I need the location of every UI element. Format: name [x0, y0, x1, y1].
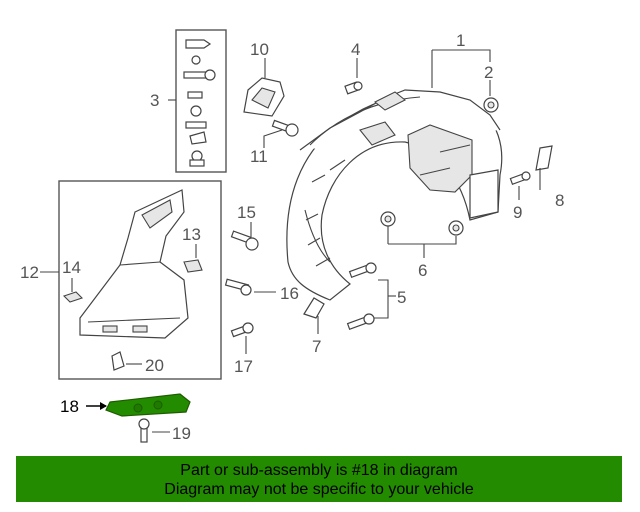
fastener-set-part-3 — [175, 29, 227, 173]
callout-6: 6 — [418, 261, 427, 280]
banner-line-1: Part or sub-assembly is #18 in diagram — [180, 462, 458, 479]
callout-7: 7 — [312, 337, 321, 356]
callout-10: 10 — [250, 40, 269, 59]
parts-diagram: 1 2 3 4 5 6 7 8 9 10 11 12 13 14 15 16 1… — [20, 29, 564, 443]
clip-part-13 — [183, 259, 203, 273]
bolt-part-19 — [138, 418, 150, 443]
bolt-part-17 — [230, 322, 254, 338]
leader-lines — [40, 49, 541, 433]
clip-part-2 — [483, 97, 499, 113]
callout-15: 15 — [237, 203, 256, 222]
callout-16: 16 — [280, 284, 299, 303]
callout-1: 1 — [456, 31, 465, 50]
splash-shield-part-12 — [58, 180, 222, 380]
callout-12: 12 — [20, 263, 39, 282]
stud-part-16 — [224, 278, 252, 296]
bolt-part-11 — [271, 119, 299, 137]
fender-liner — [286, 89, 503, 301]
callout-18: 18 — [60, 397, 79, 416]
callout-9: 9 — [513, 203, 522, 222]
clip-part-7 — [303, 297, 325, 319]
callout-13: 13 — [182, 225, 201, 244]
callout-11: 11 — [250, 147, 268, 166]
highlighted-part-18 — [105, 393, 191, 417]
callout-20: 20 — [145, 356, 164, 375]
bracket-part-8 — [535, 145, 553, 171]
screw-part-9 — [509, 171, 531, 185]
clip-part-20 — [111, 351, 125, 371]
bracket-part-10 — [243, 77, 285, 117]
clip-part-14 — [62, 291, 84, 303]
callout-19: 19 — [172, 424, 191, 443]
screw-part-4 — [344, 81, 363, 95]
bolt-part-15 — [230, 230, 259, 251]
bolts-part-5 — [346, 262, 377, 331]
callout-14: 14 — [62, 258, 81, 277]
info-banner: Part or sub-assembly is #18 in diagram D… — [16, 456, 622, 502]
banner-line-2: Diagram may not be specific to your vehi… — [164, 481, 474, 498]
callout-4: 4 — [351, 40, 360, 59]
nuts-part-6 — [380, 211, 464, 236]
callout-2: 2 — [484, 63, 493, 82]
callout-5: 5 — [397, 288, 406, 307]
callout-17: 17 — [234, 357, 253, 376]
callout-8: 8 — [555, 191, 564, 210]
callout-labels: 1 2 3 4 5 6 7 8 9 10 11 12 13 14 15 16 1… — [20, 31, 564, 443]
callout-3: 3 — [150, 91, 159, 110]
